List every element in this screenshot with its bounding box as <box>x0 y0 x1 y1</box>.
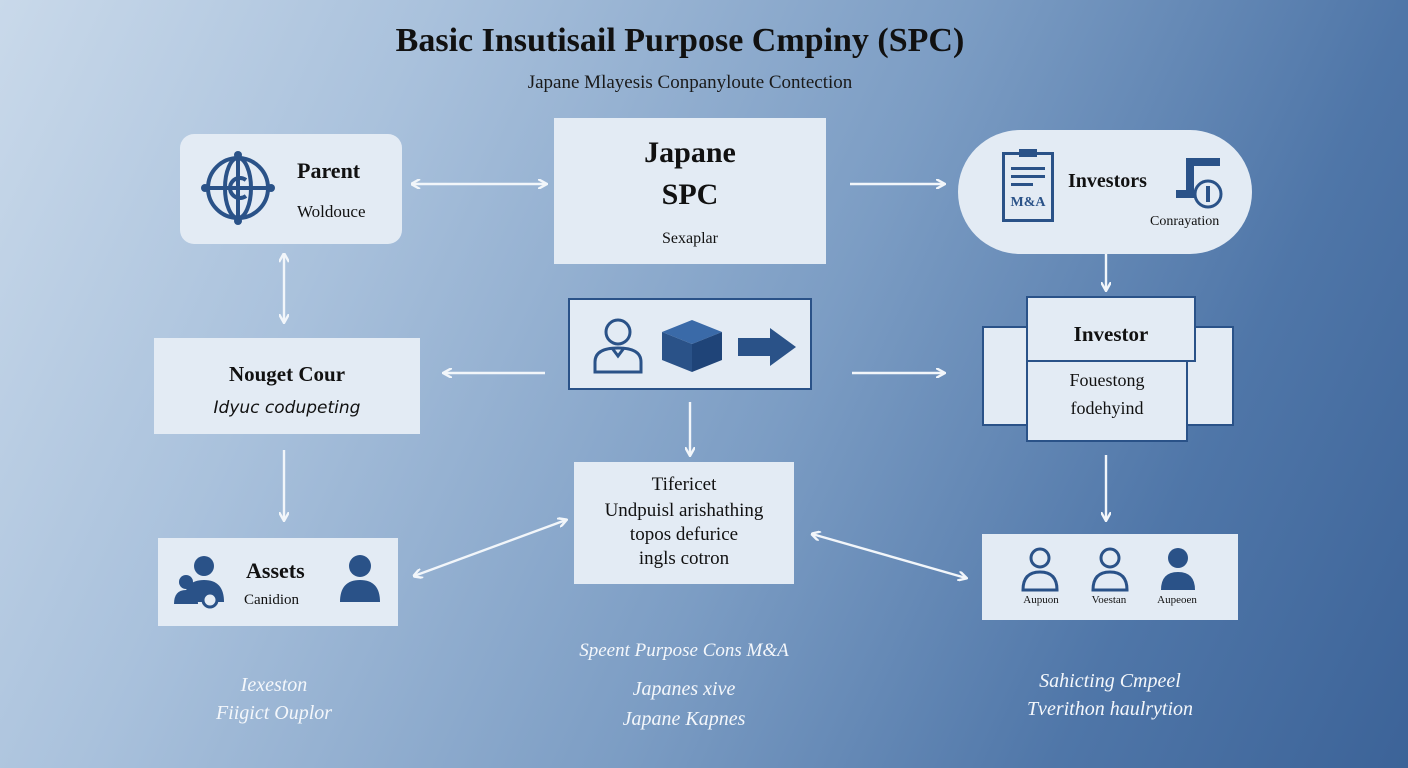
caption-center-2: Japanes xive <box>632 678 736 700</box>
person-icon <box>1091 547 1129 592</box>
arrow-right-icon <box>738 328 796 366</box>
caption-right-1: Sahicting Cmpeel <box>1039 670 1181 692</box>
ma-document-icon: M&A <box>1002 149 1054 222</box>
center-line4: ingls cotron <box>638 548 730 569</box>
parent-box: Parent Woldouce <box>180 134 402 244</box>
caption-left-2: Fiigict Ouplor <box>215 702 333 724</box>
center-line3: topos defurice <box>629 524 739 545</box>
coin-machine-icon <box>1176 158 1223 209</box>
investors-title: Investors <box>1068 170 1147 192</box>
nouget-subtitle: Idyuc codupeting <box>213 398 361 418</box>
people-group-icon <box>174 556 224 609</box>
investor-line1: Fouestong <box>1069 370 1145 390</box>
arrow-assets-center <box>414 520 566 576</box>
investor-mid-box: Investor <box>1026 296 1196 362</box>
center-line1: Tifericet <box>651 474 717 495</box>
nouget-box: Nouget Cour Idyuc codupeting <box>154 338 420 434</box>
spc-title-line1: Japane <box>644 136 736 169</box>
person-solid-icon <box>1161 548 1195 590</box>
assets-box: Assets Canidion <box>158 538 398 626</box>
assets-subtitle: Canidion <box>244 592 299 608</box>
box-icon <box>662 320 722 372</box>
page-title: Basic Insutisail Purpose Cmpiny (SPC) <box>395 22 965 59</box>
center-line2: Undpuisl arishathing <box>604 500 764 521</box>
investor-title: Investor <box>1073 322 1149 346</box>
people-box: Aupuon Voestan Aupeoen <box>982 534 1238 620</box>
caption-center-1: Speent Purpose Cons M&A <box>579 640 789 661</box>
flow-box <box>568 298 812 390</box>
caption-center-3: Japane Kapnes <box>622 708 746 730</box>
people-label-1: Aupuon <box>1023 594 1059 606</box>
person-solid-icon <box>340 555 380 602</box>
spc-title-line2: SPC <box>661 178 719 211</box>
person-icon <box>1021 547 1059 592</box>
page-subtitle: Japane Mlayesis Conpanyloute Contection <box>527 72 853 93</box>
spc-subtitle: Sexaplar <box>662 230 718 247</box>
ma-label: M&A <box>1010 195 1046 210</box>
arrow-center-people <box>812 534 966 578</box>
spc-box: Japane SPC Sexaplar <box>554 118 826 264</box>
people-label-2: Voestan <box>1091 594 1127 606</box>
person-icon <box>593 318 643 374</box>
center-bottom-box: Tifericet Undpuisl arishathing topos def… <box>574 462 794 584</box>
investors-subtitle: Conrayation <box>1150 214 1220 229</box>
caption-right-2: Tverithon haulrytion <box>1026 698 1194 720</box>
caption-left-1: Iexeston <box>240 674 308 696</box>
parent-title: Parent <box>297 158 361 183</box>
parent-subtitle: Woldouce <box>297 202 366 221</box>
globe-icon <box>201 151 275 225</box>
investor-line2: fodehyind <box>1070 398 1144 418</box>
nouget-title: Nouget Cour <box>228 362 346 386</box>
assets-title: Assets <box>246 558 305 583</box>
investors-box: M&A Investors Conrayation <box>958 130 1252 254</box>
people-label-3: Aupeoen <box>1157 594 1197 606</box>
